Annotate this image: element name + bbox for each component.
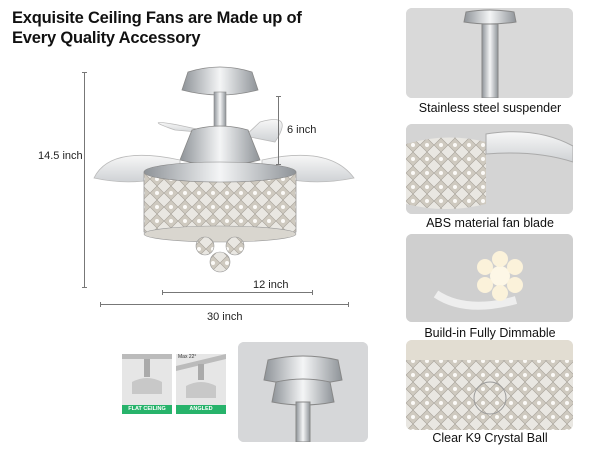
span-width-label: 30 inch bbox=[207, 311, 243, 323]
headline-line-2: Every Quality Accessory bbox=[12, 29, 201, 47]
max-angle-label: Max 22° bbox=[178, 354, 197, 360]
feature-panel-blade bbox=[406, 124, 573, 214]
total-height-label: 14.5 inch bbox=[38, 150, 83, 162]
feature-panel-dimmable bbox=[406, 234, 573, 322]
flat-ceiling-badge: FLAT CEILING bbox=[122, 405, 172, 414]
headline-line-1: Exquisite Ceiling Fans are Made up of bbox=[12, 9, 302, 27]
blade-image bbox=[406, 124, 573, 214]
canopy-closeup-image bbox=[238, 342, 368, 442]
downrod bbox=[213, 91, 227, 131]
suspender-image bbox=[406, 8, 573, 98]
body-width-line bbox=[162, 292, 312, 293]
angled-badge: ANGLED bbox=[176, 405, 226, 414]
feature-caption-blade: ABS material fan blade bbox=[426, 216, 554, 230]
crystal-ball bbox=[195, 236, 215, 256]
rod-height-line bbox=[278, 96, 279, 164]
rod-height-label: 6 inch bbox=[287, 124, 317, 136]
feature-caption-suspender: Stainless steel suspender bbox=[418, 101, 562, 115]
dimmable-image bbox=[406, 234, 573, 322]
headline: Exquisite Ceiling Fans are Made up of Ev… bbox=[12, 8, 302, 48]
canopy bbox=[181, 66, 259, 96]
feature-caption-crystal: Clear K9 Crystal Ball bbox=[432, 431, 548, 445]
canopy-closeup-panel bbox=[238, 342, 368, 442]
span-width-line bbox=[100, 304, 348, 305]
crystal-image bbox=[406, 340, 573, 430]
feature-panel-suspender bbox=[406, 8, 573, 98]
main-fan-illustration bbox=[93, 66, 355, 273]
feature-caption-dimmable: Build-in Fully Dimmable bbox=[424, 326, 556, 340]
motor-housing bbox=[179, 125, 261, 166]
flat-ceiling-thumbnail bbox=[122, 354, 172, 406]
angled-thumbnail bbox=[176, 354, 226, 406]
total-height-line bbox=[84, 72, 85, 287]
feature-panel-crystal bbox=[406, 340, 573, 430]
body-width-label: 12 inch bbox=[253, 279, 289, 291]
